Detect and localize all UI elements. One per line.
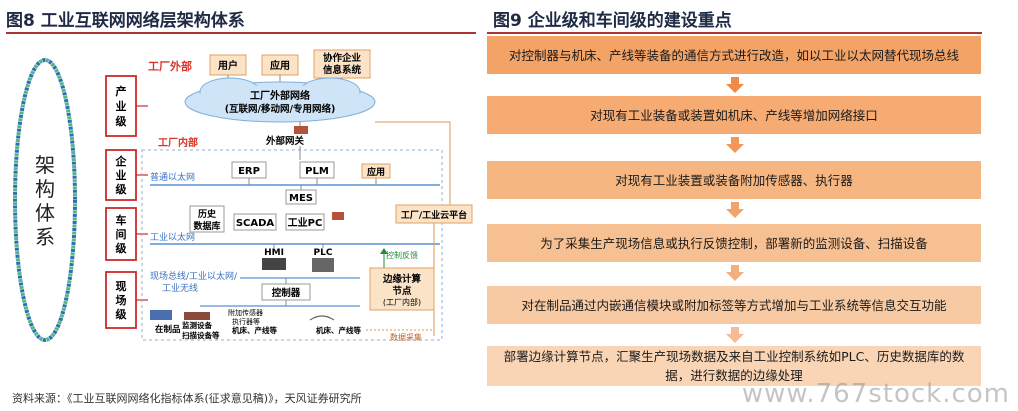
monitor-device-icon (184, 312, 210, 320)
svg-text:工厂外部网络: 工厂外部网络 (250, 89, 310, 102)
label-sensor: 附加传感器 (228, 308, 263, 317)
arch-char-2: 构 (35, 177, 55, 201)
label-wip: 在制品 (155, 324, 181, 335)
svg-text:SCADA: SCADA (236, 218, 275, 229)
step-5: 对在制品通过内嵌通信模块或附加标签等方式增加与工业系统等信息交互功能 (487, 286, 981, 324)
step-1: 对控制器与机床、产线等装备的通信方式进行改造，如以工业以太网替代现场总线 (487, 36, 981, 74)
svg-text:边缘计算: 边缘计算 (382, 273, 422, 285)
level-workshop: 车 间 级 (105, 207, 137, 261)
zone-inside-label: 工厂内部 (158, 136, 198, 149)
svg-text:间: 间 (116, 228, 127, 241)
svg-text:企: 企 (115, 154, 128, 168)
svg-text:业: 业 (116, 168, 127, 182)
factory-inside-region (141, 149, 443, 341)
machine-icon (309, 315, 335, 321)
arrow-down-icon (726, 77, 744, 93)
label-monitor: 监测设备 (182, 320, 212, 330)
arrow-down-icon (726, 327, 744, 343)
svg-text:用户: 用户 (217, 59, 238, 72)
svg-text:历史: 历史 (198, 208, 217, 220)
arrow-down-icon (726, 202, 744, 218)
label-scan: 扫描设备等 (182, 330, 220, 340)
box-history-db (189, 205, 225, 233)
svg-text:MES: MES (289, 193, 313, 204)
step-3-text: 对现有工业装置或装备附加传感器、执行器 (615, 172, 853, 188)
label-fieldbus: 现场总线/工业以太网/ (150, 270, 238, 282)
gateway-label: 外部网关 (265, 135, 305, 147)
gateway-icon (294, 126, 308, 134)
label-plc: PLC (314, 248, 333, 258)
level-enterprise: 企 业 级 (105, 149, 137, 201)
svg-text:控制器: 控制器 (272, 287, 301, 299)
architecture-diagram: 架 构 体 系 产 业 级 企 业 级 车 间 级 现 场 级 (0, 40, 482, 385)
box-scada (233, 213, 277, 231)
svg-text:工业PC: 工业PC (288, 216, 323, 229)
step-4-text: 为了采集生产现场信息或执行反馈控制，部署新的监测设备、扫描设备 (540, 235, 928, 251)
label-machine-1: 机床、产线等 (232, 325, 277, 335)
external-network-cloud: 工厂外部网络 (互联网/移动网/专用网络) (184, 77, 376, 123)
label-hmi: HMI (264, 248, 284, 258)
step-4: 为了采集生产现场信息或执行反馈控制，部署新的监测设备、扫描设备 (487, 224, 981, 262)
level-industry: 产 业 级 (105, 75, 137, 137)
label-actuator: 执行器等 (232, 317, 260, 326)
wip-icon (150, 310, 172, 320)
step-2-text: 对现有工业装备或装置如机床、产线等增加网络接口 (590, 107, 878, 123)
svg-text:PLM: PLM (305, 166, 329, 177)
cloud-to-platform-line (375, 121, 451, 205)
label-data-collection: 数据采集 (390, 332, 422, 342)
arrow-down-icon (726, 137, 744, 153)
svg-text:级: 级 (115, 307, 128, 321)
svg-text:协作企业: 协作企业 (323, 52, 362, 64)
label-industrial-ethernet: 工业以太网 (150, 231, 195, 243)
level-field: 现 场 级 (105, 271, 137, 329)
step-5-text: 对在制品通过内嵌通信模块或附加标签等方式增加与工业系统等信息交互功能 (521, 297, 947, 313)
step-2: 对现有工业装备或装置如机床、产线等增加网络接口 (487, 96, 981, 134)
svg-text:(工厂内部): (工厂内部) (383, 297, 421, 307)
source-note: 资料来源：《工业互联网网络化指标体系(征求意见稿)》，天风证券研究所 (12, 392, 362, 405)
step-6-text: 部署边缘计算节点，汇聚生产现场数据及来自工业控制系统如PLC、历史数据库的数据，… (503, 349, 965, 383)
watermark: www.767stock.com (741, 379, 1010, 409)
svg-text:业: 业 (116, 99, 127, 113)
svg-text:级: 级 (115, 182, 128, 196)
label-ordinary-ethernet: 普通以太网 (150, 171, 195, 183)
left-figure-title: 图8 工业互联网网络层架构体系 (6, 11, 245, 31)
hmi-icon (262, 258, 286, 270)
svg-text:数据库: 数据库 (193, 220, 220, 232)
firewall-icon (332, 212, 344, 220)
architecture-svg: 架 构 体 系 产 业 级 企 业 级 车 间 级 现 场 级 (13, 49, 473, 342)
box-edge-node (369, 267, 435, 311)
svg-text:ERP: ERP (238, 166, 260, 177)
box-industrial-pc (285, 213, 325, 231)
arch-char-3: 体 (35, 201, 55, 225)
right-figure-title: 图9 企业级和车间级的建设重点 (493, 11, 732, 31)
svg-text:工厂/工业云平台: 工厂/工业云平台 (401, 209, 467, 221)
svg-text:现: 现 (116, 280, 127, 293)
plc-icon (312, 258, 334, 272)
arch-char-4: 系 (35, 225, 55, 249)
svg-text:应用: 应用 (270, 59, 290, 72)
label-machine-2: 机床、产线等 (316, 325, 361, 335)
svg-text:信息系统: 信息系统 (323, 64, 362, 76)
svg-text:场: 场 (116, 293, 127, 307)
arch-char-1: 架 (35, 153, 55, 177)
label-industrial-wireless: 工业无线 (162, 282, 198, 294)
arrow-down-icon (726, 265, 744, 281)
step-1-text: 对控制器与机床、产线等装备的通信方式进行改造，如以工业以太网替代现场总线 (508, 47, 959, 63)
svg-text:节点: 节点 (392, 285, 412, 297)
svg-text:车: 车 (116, 213, 127, 227)
left-title-rule (6, 32, 476, 34)
label-control-feedback: 控制反馈 (386, 250, 418, 260)
svg-text:应用: 应用 (367, 166, 385, 178)
zone-outside-label: 工厂外部 (148, 59, 192, 73)
architecture-oval (13, 58, 77, 342)
svg-text:产: 产 (116, 84, 127, 98)
right-title-rule (487, 32, 982, 34)
svg-text:(互联网/移动网/专用网络): (互联网/移动网/专用网络) (225, 103, 336, 115)
step-3: 对现有工业装置或装备附加传感器、执行器 (487, 161, 981, 199)
svg-text:级: 级 (115, 114, 128, 128)
step-6: 部署边缘计算节点，汇聚生产现场数据及来自工业控制系统如PLC、历史数据库的数据，… (487, 346, 981, 386)
svg-text:级: 级 (115, 241, 128, 255)
